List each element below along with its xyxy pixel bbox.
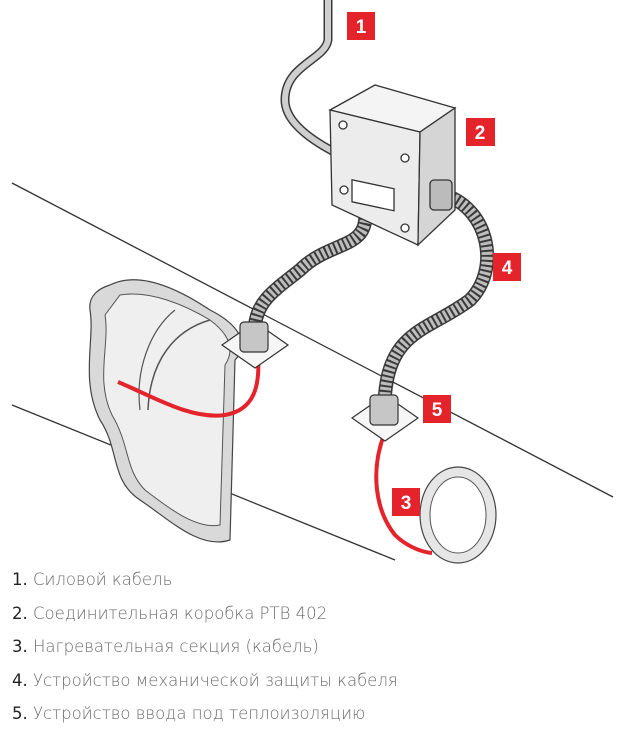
entry-gland [220,321,420,442]
junction-box [328,84,457,247]
legend-text: Соединительная коробка PTB 402 [33,603,328,623]
legend-item: 1. Силовой кабель [12,570,398,604]
legend-text: Нагревательная секция (кабель) [33,637,319,656]
legend-number: 1. [12,570,28,589]
legend-item: 2. Соединительная коробка PTB 402 [12,604,398,638]
callout-badge-1: 1 [347,12,375,40]
legend-item: 5. Устройство ввода под теплоизоляцию [12,704,398,738]
svg-text:1: 1 [356,17,367,38]
legend-item: 3. Нагревательная секция (кабель) [12,637,398,671]
callout-badge-2: 2 [466,118,495,146]
svg-text:3: 3 [401,493,412,514]
legend: 1. Силовой кабель 2. Соединительная коро… [12,570,398,738]
legend-number: 3. [12,637,28,656]
legend-item: 4. Устройство механической защиты кабеля [12,671,398,705]
callout-badge-3: 3 [392,488,420,516]
legend-number: 2. [12,603,28,623]
svg-text:2: 2 [475,123,486,144]
heating-cable [374,431,433,555]
svg-text:4: 4 [502,258,513,279]
heating-cable-installation-diagram: 1 2 3 4 5 [11,0,614,564]
legend-text: Устройство ввода под теплоизоляцию [33,704,366,723]
legend-number: 5. [12,704,28,723]
legend-text: Устройство механической защиты кабеля [33,670,398,690]
callout-badge-5: 5 [423,395,451,423]
legend-number: 4. [12,670,28,690]
heating-cable [117,354,261,418]
legend-text: Силовой кабель [33,570,173,589]
callout-badge-4: 4 [493,253,521,281]
svg-text:5: 5 [432,400,443,421]
corrugated-conduit [248,188,495,396]
